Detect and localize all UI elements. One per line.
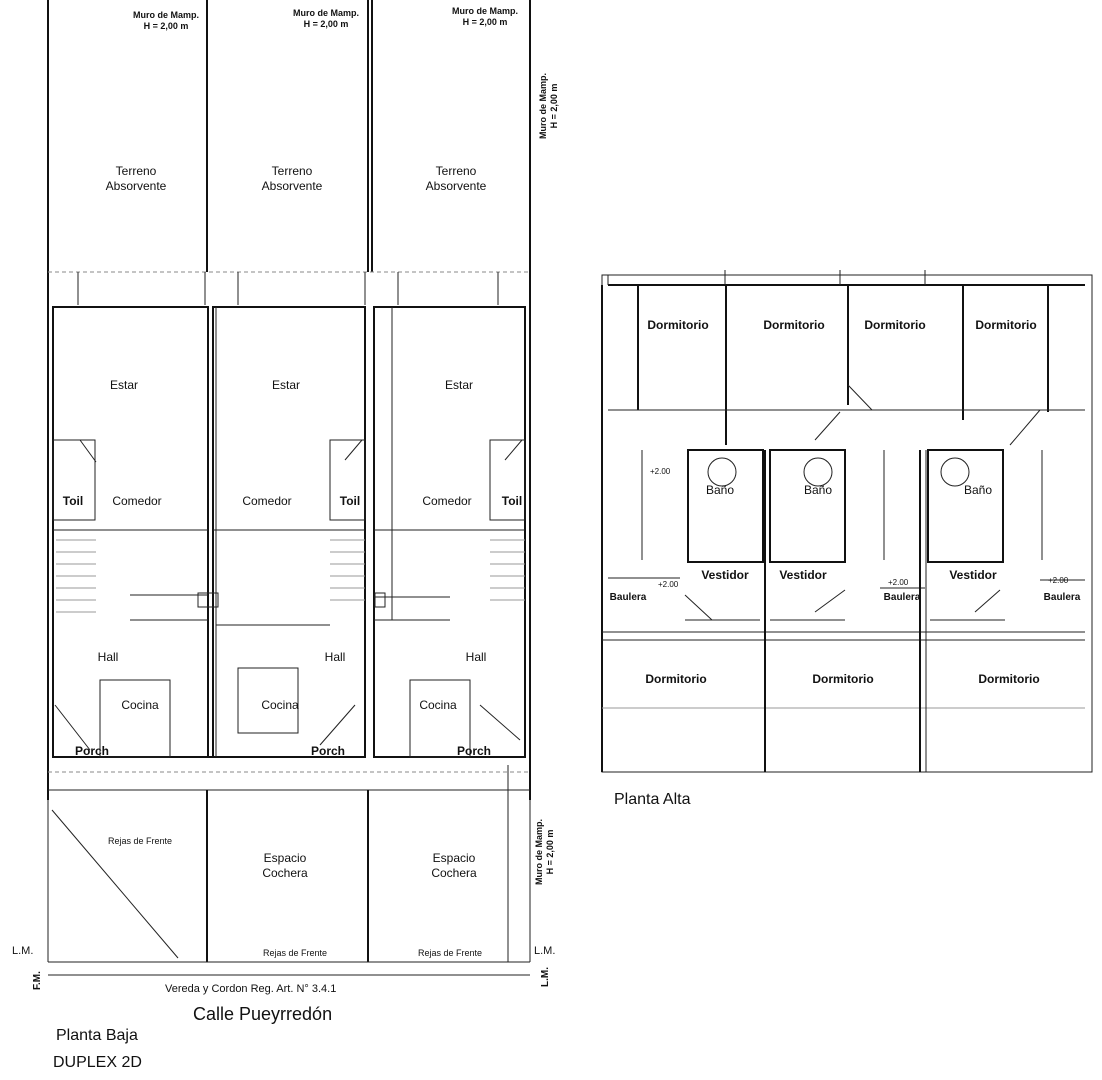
vereda-label: Vereda y Cordon Reg. Art. N° 3.4.1: [165, 983, 337, 995]
rejas-label-1: Rejas de Frente: [107, 836, 173, 846]
dormitorio-label-3: Dormitorio: [864, 318, 926, 332]
terreno-line: Terreno: [271, 164, 313, 178]
lm-vertical-label: L.M.: [540, 967, 551, 987]
duplex-subtitle: DUPLEX 2D: [53, 1054, 142, 1071]
bano-label-1: Baño: [705, 483, 735, 497]
cochera-line: Espacio: [263, 851, 307, 865]
muro-side-top: Muro de Mamp. H = 2,00 m: [538, 66, 561, 146]
estar-label-1: Estar: [109, 378, 138, 392]
vestidor-label-1: Vestidor: [701, 568, 749, 582]
comedor-label-1: Comedor: [112, 494, 162, 508]
comedor-label-2: Comedor: [242, 494, 292, 508]
cocina-label-1: Cocina: [121, 698, 159, 712]
dormitorio-label-6: Dormitorio: [812, 672, 874, 686]
baulera-label-1: Baulera: [609, 592, 647, 603]
estar-label-3: Estar: [444, 378, 473, 392]
dormitorio-label-5: Dormitorio: [645, 672, 707, 686]
terreno-label-1: Terreno Absorvente: [86, 164, 186, 194]
rejas-label-2: Rejas de Frente: [262, 948, 328, 958]
muro-title: Muro de Mamp.: [292, 8, 359, 18]
terreno-line: Absorvente: [105, 179, 167, 193]
baulera-label-3: Baulera: [1043, 592, 1081, 603]
level-marker-4: +2.00: [1048, 576, 1069, 585]
muro-title: Muro de Mamp.: [534, 819, 544, 886]
muro-label-1: Muro de Mamp. H = 2,00 m: [116, 10, 216, 33]
dormitorio-label-7: Dormitorio: [978, 672, 1040, 686]
planta-baja-plan: [47, 0, 531, 976]
hall-label-2: Hall: [324, 650, 346, 664]
estar-label-2: Estar: [271, 378, 300, 392]
muro-title: Muro de Mamp.: [451, 6, 518, 16]
dormitorio-label-1: Dormitorio: [647, 318, 709, 332]
muro-side-bottom: Muro de Mamp. H = 2,00 m: [534, 812, 557, 892]
vestidor-label-3: Vestidor: [949, 568, 997, 582]
baulera-label-2: Baulera: [883, 592, 921, 603]
muro-title: Muro de Mamp.: [132, 10, 199, 20]
cocina-label-3: Cocina: [419, 698, 457, 712]
muro-label-2: Muro de Mamp. H = 2,00 m: [276, 8, 376, 31]
cochera-line: Cochera: [431, 866, 477, 880]
porch-label-3: Porch: [456, 744, 491, 758]
muro-height: H = 2,00 m: [462, 17, 508, 28]
dormitorio-label-2: Dormitorio: [763, 318, 825, 332]
muro-height: H = 2,00 m: [303, 19, 349, 30]
terreno-line: Absorvente: [261, 179, 323, 193]
planta-baja-caption: Planta Baja: [56, 1027, 138, 1044]
muro-height: H = 2,00 m: [143, 21, 189, 32]
muro-title: Muro de Mamp.: [538, 73, 548, 140]
fm-label: F.M.: [32, 971, 43, 990]
dormitorio-label-4: Dormitorio: [975, 318, 1037, 332]
level-marker-2: +2.00: [658, 580, 679, 589]
cochera-line: Cochera: [262, 866, 308, 880]
terreno-line: Terreno: [435, 164, 477, 178]
toil-label-3: Toil: [501, 494, 523, 508]
porch-label-1: Porch: [74, 744, 109, 758]
toil-label-1: Toil: [62, 494, 84, 508]
level-marker-3: +2.00: [888, 578, 909, 587]
planta-alta-plan: [601, 270, 1093, 773]
muro-label-3: Muro de Mamp. H = 2,00 m: [435, 6, 535, 29]
cochera-label-1: Espacio Cochera: [235, 851, 335, 881]
muro-height: H = 2,00 m: [549, 83, 560, 129]
comedor-label-3: Comedor: [422, 494, 472, 508]
bano-label-2: Baño: [803, 483, 833, 497]
terreno-label-3: Terreno Absorvente: [406, 164, 506, 194]
level-marker-1: +2.00: [650, 467, 671, 476]
cocina-label-2: Cocina: [261, 698, 299, 712]
terreno-line: Terreno: [115, 164, 157, 178]
porch-label-2: Porch: [310, 744, 345, 758]
lm-label-right: L.M.: [534, 945, 556, 957]
cochera-line: Espacio: [432, 851, 476, 865]
hall-label-3: Hall: [465, 650, 487, 664]
hall-label-1: Hall: [97, 650, 119, 664]
calle-label: Calle Pueyrredón: [193, 1004, 333, 1024]
terreno-label-2: Terreno Absorvente: [242, 164, 342, 194]
lm-label-left: L.M.: [12, 945, 34, 957]
terreno-line: Absorvente: [425, 179, 487, 193]
toil-label-2: Toil: [339, 494, 361, 508]
bano-label-3: Baño: [963, 483, 993, 497]
cochera-label-2: Espacio Cochera: [404, 851, 504, 881]
vestidor-label-2: Vestidor: [779, 568, 827, 582]
planta-alta-caption: Planta Alta: [614, 791, 691, 808]
rejas-label-3: Rejas de Frente: [417, 948, 483, 958]
muro-height: H = 2,00 m: [545, 829, 556, 875]
